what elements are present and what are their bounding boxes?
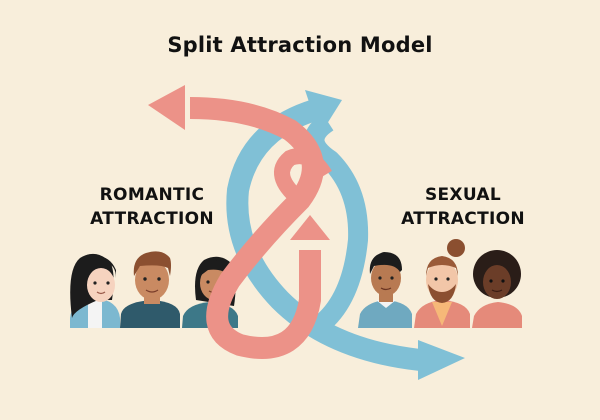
romantic-attraction-label: ROMANTIC ATTRACTION [72,183,232,231]
romantic-attraction-arrow [148,85,332,359]
diagram-title: Split Attraction Model [167,33,433,57]
romantic-label-line1: ROMANTIC [99,185,205,205]
person-avatar [472,250,522,328]
person-avatar [70,253,120,328]
person-avatar [120,251,180,328]
sexual-label-line2: ATTRACTION [401,209,525,229]
sexual-label-line1: SEXUAL [424,185,502,205]
person-avatar [414,239,470,328]
person-avatar [358,252,412,328]
sexual-attraction-label: SEXUAL ATTRACTION [388,183,538,231]
romantic-label-line2: ATTRACTION [90,209,214,229]
people-group-right [358,239,522,328]
